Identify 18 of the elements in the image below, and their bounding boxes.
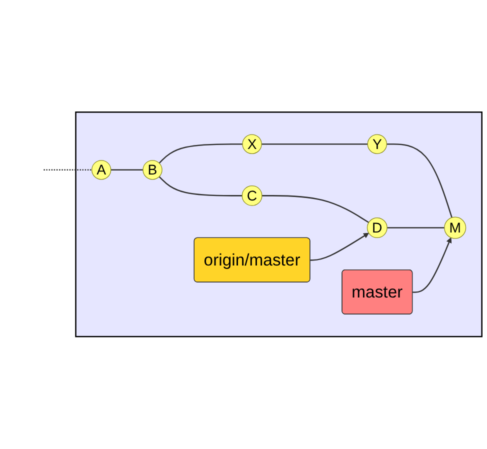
connector (262, 195, 370, 224)
node-circle: A (92, 160, 112, 180)
connector (158, 176, 242, 196)
connector (44, 169, 92, 171)
connector (386, 144, 452, 218)
node-circle: C (242, 186, 262, 206)
connector (262, 144, 368, 145)
cluster (75, 112, 482, 338)
connector (110, 169, 143, 171)
node-circle: B (142, 160, 162, 180)
arrow (310, 232, 370, 261)
node-circle: D (366, 218, 388, 238)
node-circle: M (444, 216, 466, 239)
node-circle: Y (367, 134, 387, 154)
connector (158, 144, 242, 164)
arrow (412, 238, 452, 294)
connector (387, 227, 444, 229)
node-circle: X (242, 134, 262, 154)
